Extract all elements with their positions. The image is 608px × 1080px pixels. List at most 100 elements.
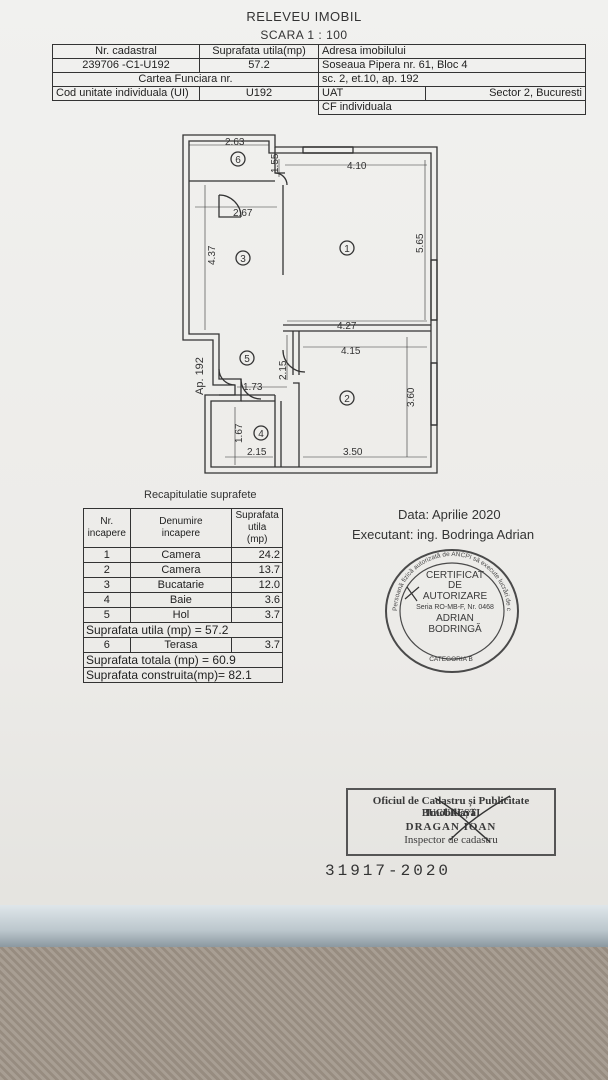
- cadastre-office-stamp: Oficiul de Cadastru și Publicitate Imobi…: [346, 788, 556, 856]
- recap-total: Suprafata totala (mp) = 60.9: [83, 652, 283, 668]
- document-scale: SCARA 1 : 100: [260, 28, 348, 42]
- recap-row: 5 Hol 3.7: [83, 607, 283, 623]
- door-arc-bathroom: [240, 378, 262, 400]
- recap-nr: 2: [83, 562, 131, 578]
- dim-2-67: 2.67: [233, 208, 253, 219]
- area-header: Suprafata utila(mp): [199, 44, 319, 59]
- recap-row: 4 Baie 3.6: [83, 592, 283, 608]
- recap-nr: 5: [83, 607, 131, 623]
- bathroom-wall: [219, 394, 282, 467]
- recap-title: Recapitulatie suprafete: [144, 489, 257, 501]
- apartment-label: Ap. 192: [194, 357, 206, 395]
- stamp-line-4: Seria RO-MB-F, Nr. 0468: [416, 604, 494, 611]
- recap-row: 1 Camera 24.2: [83, 547, 283, 563]
- dim-2-15-horizontal: 2.15: [247, 447, 267, 458]
- recap-col-area: Suprafata utila (mp): [231, 508, 283, 548]
- cod-ui-value: U192: [199, 86, 319, 101]
- document-title: RELEVEU IMOBIL: [246, 9, 362, 24]
- recap-useful-total: Suprafata utila (mp) = 57.2: [83, 622, 283, 638]
- dim-1-73: 1.73: [243, 382, 263, 393]
- date-label: Data: Aprilie 2020: [398, 507, 501, 522]
- stamp-line-6: BODRINGĂ: [428, 622, 482, 635]
- address-line-2: sc. 2, et.10, ap. 192: [318, 72, 586, 87]
- dim-4-15: 4.15: [341, 346, 361, 357]
- recap-name: Hol: [129, 607, 233, 623]
- room-circle-1: [339, 240, 355, 256]
- plastic-sleeve-edge: [0, 905, 608, 947]
- door-arc-kitchen: [218, 194, 242, 218]
- room-circle-6: [230, 151, 246, 167]
- office-stamp-line-2: BUCUREȘTI: [421, 808, 481, 819]
- document-sheet: [0, 0, 608, 930]
- room-number-2: 2: [344, 394, 350, 405]
- recap-nr: 6: [83, 637, 131, 653]
- dim-1-67: 1.67: [234, 423, 245, 443]
- recap-name: Bucatarie: [129, 577, 233, 593]
- recap-name: Terasa: [129, 637, 233, 653]
- recap-row: 3 Bucatarie 12.0: [83, 577, 283, 593]
- uat-label: UAT: [318, 86, 426, 101]
- room-number-5: 5: [244, 354, 250, 365]
- carpet-background: [0, 945, 608, 1080]
- recap-row-terrace: 6 Terasa 3.7: [83, 637, 283, 653]
- dim-2-63: 2.63: [225, 137, 245, 148]
- dim-4-27: 4.27: [337, 321, 357, 332]
- recap-built-area: Suprafata construita(mp)= 82.1: [83, 667, 283, 683]
- stamp-line-1: CERTIFICAT: [426, 570, 484, 581]
- cf-individuala-label: CF individuala: [318, 100, 586, 115]
- recap-area: 13.7: [231, 562, 283, 578]
- dimension-lines: [189, 144, 427, 465]
- dim-1-55: 1.55: [270, 153, 281, 173]
- registration-number: 31917-2020: [325, 862, 452, 880]
- room-circle-2: [339, 390, 355, 406]
- room-number-1: 1: [344, 244, 350, 255]
- outer-wall-inner: [188, 140, 432, 468]
- recap-nr: 4: [83, 592, 131, 608]
- address-line-1: Soseaua Pipera nr. 61, Bloc 4: [318, 58, 586, 73]
- room-circle-3: [235, 250, 251, 266]
- recap-area: 3.7: [231, 637, 283, 653]
- window-right-1: [430, 259, 438, 321]
- dim-2-15-vertical: 2.15: [278, 360, 289, 380]
- bedroom-wall: [292, 331, 300, 467]
- stamp-signature: [404, 586, 420, 602]
- recap-nr: 1: [83, 547, 131, 563]
- window-right-2: [430, 362, 438, 426]
- dim-4-37: 4.37: [207, 245, 218, 265]
- room-number-4: 4: [258, 429, 264, 440]
- cadastral-number: 239706 -C1-U192: [52, 58, 200, 73]
- recap-area: 24.2: [231, 547, 283, 563]
- dim-3-60: 3.60: [406, 387, 417, 407]
- office-stamp-line-3: DRAGAN IOAN: [405, 821, 497, 833]
- office-stamp-line-4: Inspector de cadastru: [404, 834, 498, 846]
- recap-area: 3.7: [231, 607, 283, 623]
- room-number-3: 3: [240, 254, 246, 265]
- windows: [303, 146, 437, 426]
- stamp-line-3: AUTORIZARE: [423, 591, 488, 602]
- door-arc-bedroom: [282, 349, 306, 373]
- outer-wall: [182, 134, 438, 474]
- office-stamp-line-1: Oficiul de Cadastru și Publicitate Imobi…: [372, 795, 530, 819]
- recap-col-name: Denumire incapere: [129, 508, 233, 548]
- inspector-signature: [434, 795, 511, 843]
- dim-5-65: 5.65: [415, 233, 426, 253]
- room-circle-4: [253, 425, 269, 441]
- property-info-table: Nr. cadastral Suprafata utila(mp) Adresa…: [52, 44, 586, 115]
- cod-ui-label: Cod unitate individuala (UI): [52, 86, 200, 101]
- dim-4-10: 4.10: [347, 161, 367, 172]
- recap-nr: 3: [83, 577, 131, 593]
- recap-row: 2 Camera 13.7: [83, 562, 283, 578]
- executant-label: Executant: ing. Bodringa Adrian: [352, 527, 535, 542]
- dim-3-50: 3.50: [343, 447, 363, 458]
- stamp-line-5: ADRIAN: [436, 613, 474, 624]
- recap-area: 12.0: [231, 577, 283, 593]
- window-top: [302, 146, 354, 154]
- recap-name: Camera: [129, 547, 233, 563]
- floor-plan: 1 2 3 4 5 6 2.63 1.55 4.10 2.67 4.37 5.6…: [182, 134, 438, 474]
- room-number-6: 6: [235, 155, 241, 166]
- address-header: Adresa imobilului: [318, 44, 586, 59]
- authorization-stamp: Persoană fizică autorizată de ANCPI să e…: [383, 547, 519, 673]
- recap-area: 3.6: [231, 592, 283, 608]
- stamp-bottom: CATEGORIA B: [429, 656, 473, 663]
- door-arc-terrace: [274, 172, 288, 186]
